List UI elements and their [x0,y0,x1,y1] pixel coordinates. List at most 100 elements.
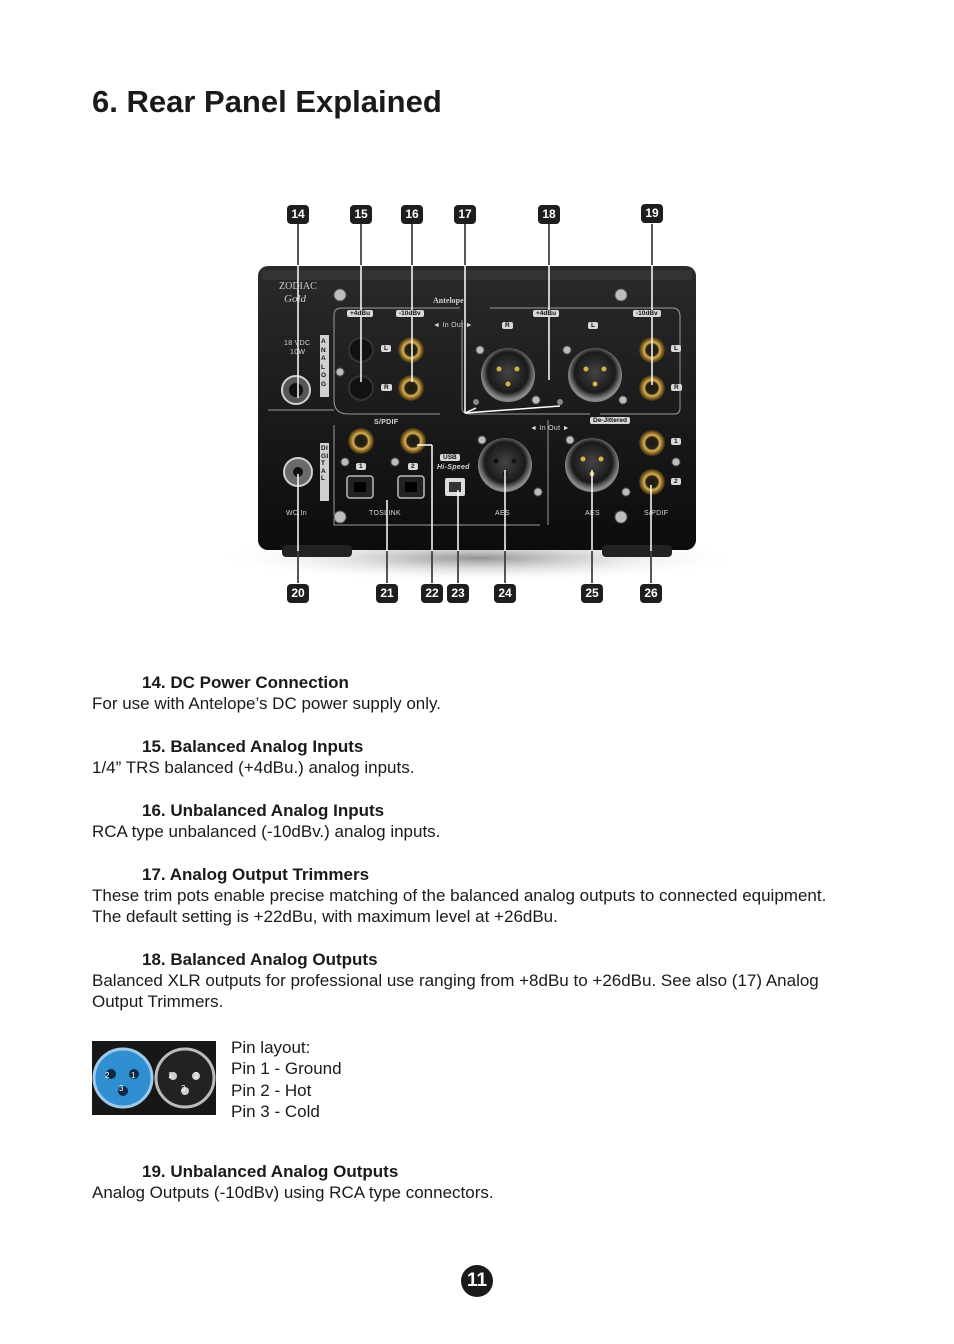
usb-label: USB [440,454,460,461]
spdif-in-2-label: 2 [408,463,418,470]
screw [475,345,485,355]
section-heading: 18. Balanced Analog Outputs [142,950,378,969]
foot-right [602,545,672,557]
callout-17: 17 [454,205,476,224]
male-pin-2: 2 [194,1071,199,1080]
output-plus4-label: +4dBu [533,310,560,317]
callout-21: 21 [376,584,398,603]
rca-input-right [398,375,424,401]
channel-l-label: L [381,345,391,352]
pin-layout-heading: Pin layout: [231,1038,311,1057]
pin-1-desc: Pin 1 - Ground [231,1059,342,1079]
female-pin-3: 3 [119,1084,124,1093]
screw [477,435,487,445]
xlr-output-right [568,348,622,402]
spdif-out-1-label: 1 [671,438,681,445]
screw [618,395,628,405]
in-out-bottom-label: ◄ In Out ► [530,425,570,432]
callout-19: 19 [641,204,663,223]
aes-output [565,438,619,492]
spdif-out-2 [639,469,665,495]
female-pin-2: 2 [105,1071,110,1080]
callout-25: 25 [581,584,603,603]
trimmer-right [557,399,563,405]
xlr-output-left [481,348,535,402]
screw [333,510,347,524]
section-balanced-inputs: 15. Balanced Analog Inputs 1/4” TRS bala… [92,736,882,778]
channel-r-label: R [381,384,392,391]
antelope-logo: Antelope [433,296,464,305]
trimmer-left [473,399,479,405]
callout-18: 18 [538,205,560,224]
pin-2-desc: Pin 2 - Hot [231,1080,312,1100]
wc-in-label: WC In [286,510,307,517]
output-minus10-label: -10dBv [633,310,661,317]
male-pin-3: 3 [181,1084,186,1093]
rear-panel-figure: 14 15 16 17 18 19 20 21 22 23 24 25 26 Z… [0,0,954,640]
screw [614,510,628,524]
chassis [258,266,696,550]
power-label: 18 VDC [284,340,311,347]
screw [614,288,628,302]
callout-22: 22 [421,584,443,603]
callout-14: 14 [287,205,309,224]
xlr-r-label: R [502,322,513,329]
screw [340,457,350,467]
screw [335,367,345,377]
section-unbalanced-outputs: 19. Unbalanced Analog Outputs Analog Out… [92,1161,882,1203]
section-body-line: Output Trimmers. [92,992,224,1011]
section-body: For use with Antelope’s DC power supply … [92,694,441,713]
out-r-label: R [671,384,682,391]
spdif-out-1 [639,430,665,456]
section-dc-power: 14. DC Power Connection For use with Ant… [92,672,882,714]
foot-left [282,545,352,557]
section-output-trimmers: 17. Analog Output Trimmers These trim po… [92,864,882,927]
callout-24: 24 [494,584,516,603]
female-pin-1: 1 [131,1071,136,1080]
male-pin-1: 1 [168,1071,173,1080]
xlr-female-connector [92,1047,154,1109]
page-title: 6. Rear Panel Explained [92,84,442,119]
section-body: 1/4” TRS balanced (+4dBu.) analog inputs… [92,758,415,777]
aes-out-label: AES [585,510,600,517]
analog-vertical-label: ANALOG [321,338,327,388]
section-body: RCA type unbalanced (-10dBv.) analog inp… [92,822,441,841]
dejittered-label: De-Jittered [590,417,630,424]
power-watts-label: 10W [290,349,306,356]
callout-26: 26 [640,584,662,603]
spdif-out-label: S/PDIF [644,510,669,517]
section-body-line: The default setting is +22dBu, with maxi… [92,907,558,926]
spdif-in-1-label: 1 [356,463,366,470]
callout-20: 20 [287,584,309,603]
section-body-line: Balanced XLR outputs for professional us… [92,971,819,990]
screw [531,395,541,405]
hispeed-label: Hi-Speed [437,464,470,471]
section-heading: 15. Balanced Analog Inputs [142,737,364,756]
spdif-coax-2 [400,428,426,454]
pin-3-desc: Pin 3 - Cold [231,1101,320,1121]
xlr-male-connector [154,1047,216,1109]
digital-vertical-label: DIGITAL [321,445,329,483]
screw [390,457,400,467]
page-number: 11 [461,1265,493,1297]
screw [565,435,575,445]
input-minus10-label: -10dBv [396,310,424,317]
section-body: Analog Outputs (-10dBv) using RCA type c… [92,1183,494,1202]
screw [671,457,681,467]
section-body-line: These trim pots enable precise matching … [92,886,827,905]
callout-23: 23 [447,584,469,603]
screw [333,288,347,302]
input-plus4-label: +4dBu [347,310,374,317]
section-balanced-outputs: 18. Balanced Analog Outputs Balanced XLR… [92,949,882,1012]
aes-input [478,438,532,492]
section-heading: 17. Analog Output Trimmers [142,865,370,884]
section-unbalanced-inputs: 16. Unbalanced Analog Inputs RCA type un… [92,800,882,842]
spdif-label: S/PDIF [374,419,399,426]
rca-output-right [639,375,665,401]
callout-16: 16 [401,205,423,224]
brand-zodiac: ZODIAC [279,281,317,292]
screw [562,345,572,355]
section-heading: 19. Unbalanced Analog Outputs [142,1162,399,1181]
section-heading: 16. Unbalanced Analog Inputs [142,801,385,820]
rca-input-left [398,337,424,363]
